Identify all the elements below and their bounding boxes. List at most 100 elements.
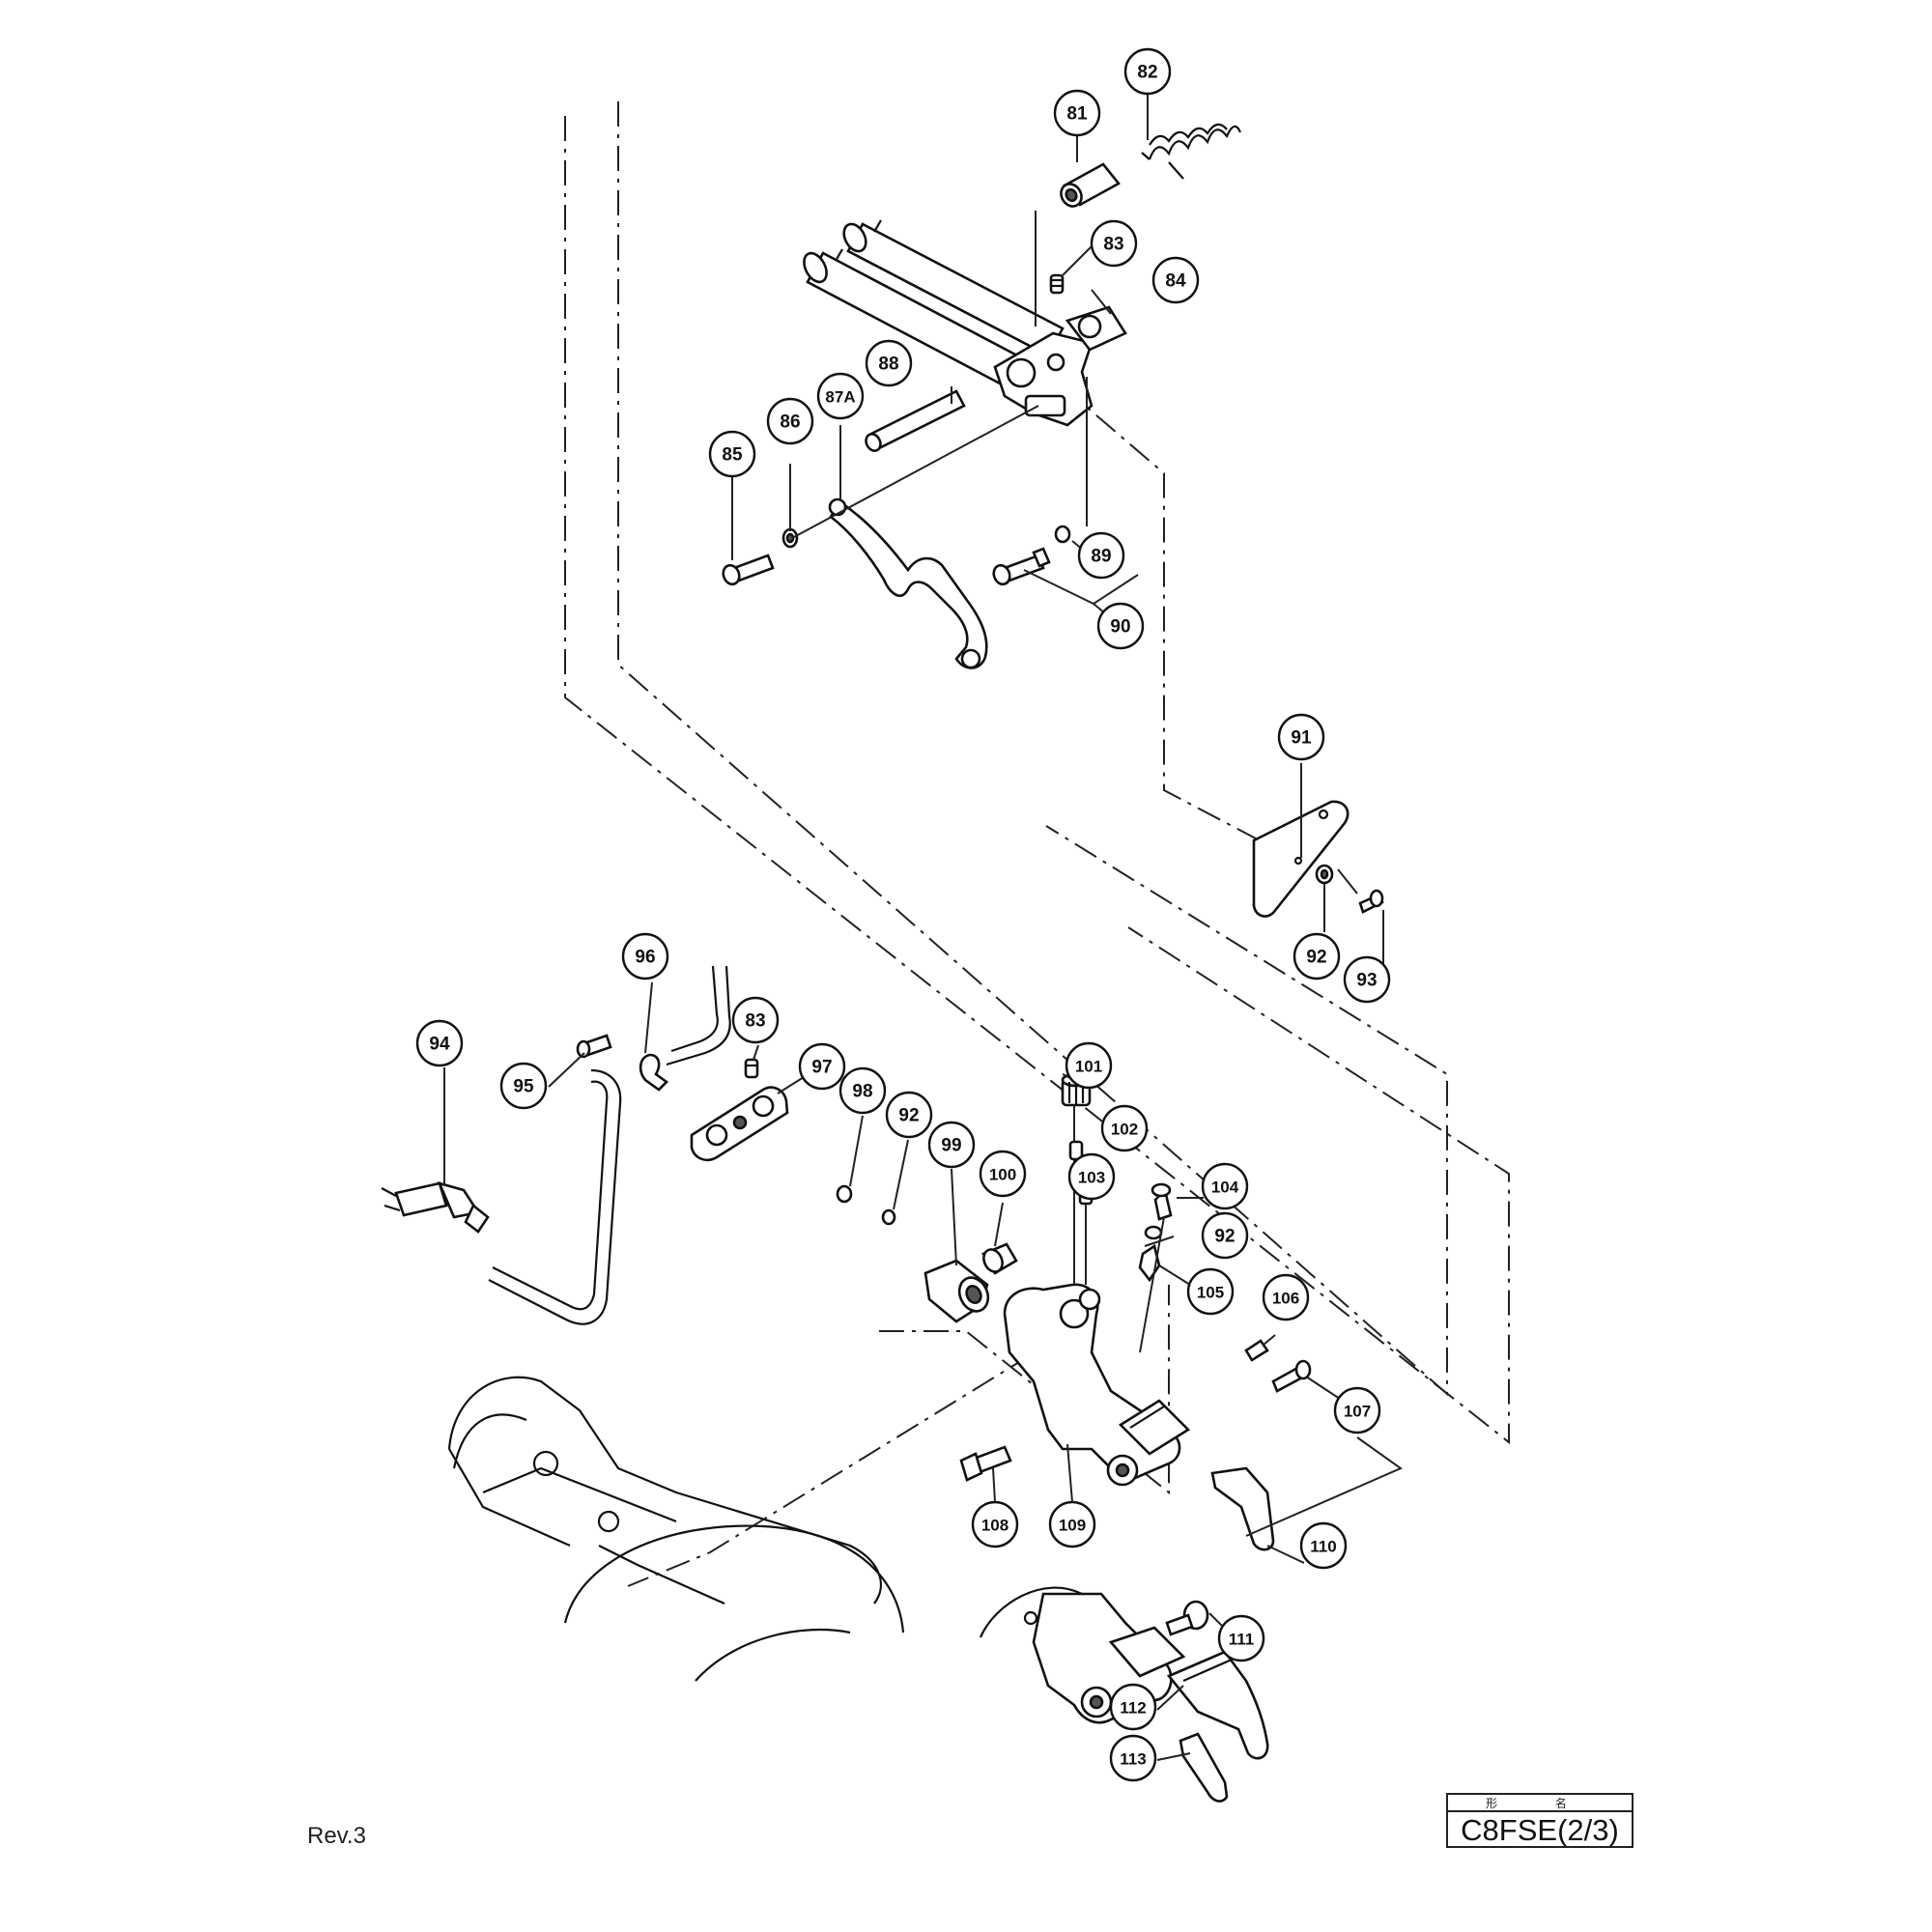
callout-label: 113: [1120, 1750, 1146, 1769]
callout-83: 83: [731, 996, 780, 1044]
callout-99: 99: [927, 1121, 976, 1169]
revision-label: Rev.3: [307, 1823, 366, 1849]
rod-holder-84: [993, 305, 1127, 427]
callout-87A: 87A: [816, 372, 865, 420]
callout-label: 95: [513, 1077, 534, 1097]
callout-label: 94: [429, 1035, 450, 1055]
callout-label: 93: [1356, 971, 1377, 991]
model-header: 形 名: [1448, 1795, 1632, 1812]
model-title-block: 形 名 C8FSE(2/3): [1446, 1793, 1634, 1848]
callout-103: 103: [1067, 1152, 1116, 1201]
callout-81: 81: [1053, 89, 1101, 137]
set-screw-106: [1244, 1339, 1269, 1362]
callout-91: 91: [1277, 713, 1325, 761]
callout-layer: 81828384858687A8889909192939495968397989…: [415, 47, 1391, 1782]
callout-112: 112: [1109, 1683, 1157, 1731]
callout-94: 94: [415, 1019, 464, 1067]
callout-85: 85: [708, 430, 756, 478]
washer-86: [781, 527, 799, 549]
callout-label: 89: [1091, 547, 1111, 567]
callout-label: 104: [1211, 1179, 1239, 1197]
callout-107: 107: [1333, 1386, 1381, 1435]
callout-label: 108: [981, 1517, 1009, 1535]
callout-label: 100: [989, 1166, 1016, 1184]
bolt-85: [722, 554, 775, 586]
handle-110: [1210, 1466, 1275, 1551]
callout-96: 96: [621, 932, 669, 980]
screw-95: [576, 1034, 612, 1059]
callout-label: 107: [1344, 1403, 1371, 1421]
callout-label: 90: [1110, 617, 1130, 638]
callout-84: 84: [1151, 256, 1200, 304]
callout-label: 81: [1066, 104, 1088, 125]
callout-89: 89: [1077, 531, 1125, 580]
callout-label: 102: [1111, 1121, 1138, 1139]
callout-93: 93: [1343, 955, 1391, 1004]
callout-100: 100: [979, 1150, 1027, 1198]
lever-113: [1179, 1732, 1229, 1803]
callout-104: 104: [1201, 1162, 1249, 1210]
callout-label: 91: [1291, 728, 1312, 749]
callout-102: 102: [1100, 1104, 1149, 1152]
knob-111: [1165, 1600, 1209, 1636]
power-cord-94: [381, 1068, 622, 1325]
callout-88: 88: [865, 339, 913, 387]
callout-label: 112: [1120, 1699, 1146, 1718]
screw-107: [1271, 1359, 1312, 1393]
screw-93: [1358, 889, 1384, 914]
lever-87a: [828, 497, 988, 669]
holder-109: [1003, 1283, 1191, 1487]
model-name: C8FSE(2/3): [1461, 1813, 1619, 1847]
washer-92-lower-b: [1144, 1225, 1163, 1240]
slide-rods: [803, 219, 1065, 396]
callout-label: 86: [780, 412, 800, 433]
callout-109: 109: [1048, 1500, 1096, 1548]
callout-98: 98: [838, 1066, 887, 1115]
bolt-108: [959, 1445, 1012, 1482]
set-screw-83-top: [1049, 273, 1065, 295]
callout-label: 92: [1214, 1227, 1235, 1247]
callout-92: 92: [1201, 1211, 1249, 1260]
callout-label: 84: [1165, 271, 1186, 292]
pin-88: [865, 389, 966, 452]
callout-83: 83: [1090, 219, 1138, 268]
clamp-97: [690, 1086, 789, 1162]
callout-label: 92: [1306, 948, 1326, 968]
callout-label: 109: [1059, 1517, 1086, 1535]
screw-104: [1151, 1182, 1173, 1221]
callout-label: 97: [811, 1058, 832, 1078]
callout-label: 111: [1229, 1631, 1255, 1649]
callout-90: 90: [1096, 602, 1145, 650]
washer-92-plate: [1315, 864, 1334, 885]
callout-108: 108: [971, 1500, 1019, 1548]
plate-91: [1252, 800, 1350, 918]
washer-89: [1054, 525, 1071, 544]
callout-label: 88: [878, 355, 898, 375]
callout-label: 99: [941, 1136, 961, 1156]
callout-label: 83: [745, 1011, 765, 1032]
bushing-100: [981, 1242, 1018, 1275]
assembly-frame-lines: [564, 101, 1510, 1587]
callout-106: 106: [1262, 1273, 1310, 1321]
callout-label: 106: [1272, 1290, 1299, 1308]
callout-label: 85: [722, 445, 743, 466]
callout-label: 87A: [825, 388, 855, 407]
callout-label: 96: [635, 948, 655, 968]
callout-label: 83: [1103, 235, 1123, 255]
callout-105: 105: [1186, 1267, 1235, 1316]
callout-label: 101: [1075, 1058, 1102, 1076]
handle-112: [1166, 1650, 1269, 1760]
washer-92-lower-a: [881, 1208, 896, 1226]
callout-label: 82: [1137, 63, 1157, 83]
callout-label: 105: [1197, 1284, 1224, 1302]
callout-97: 97: [798, 1042, 846, 1091]
screw-98: [836, 1184, 853, 1204]
callout-92: 92: [885, 1091, 933, 1139]
cord-armor-96: [639, 965, 731, 1092]
callout-111: 111: [1217, 1614, 1265, 1662]
bolt-90: [992, 547, 1051, 586]
bearing-99: [923, 1259, 990, 1323]
callout-113: 113: [1109, 1734, 1157, 1782]
callout-86: 86: [766, 397, 814, 445]
